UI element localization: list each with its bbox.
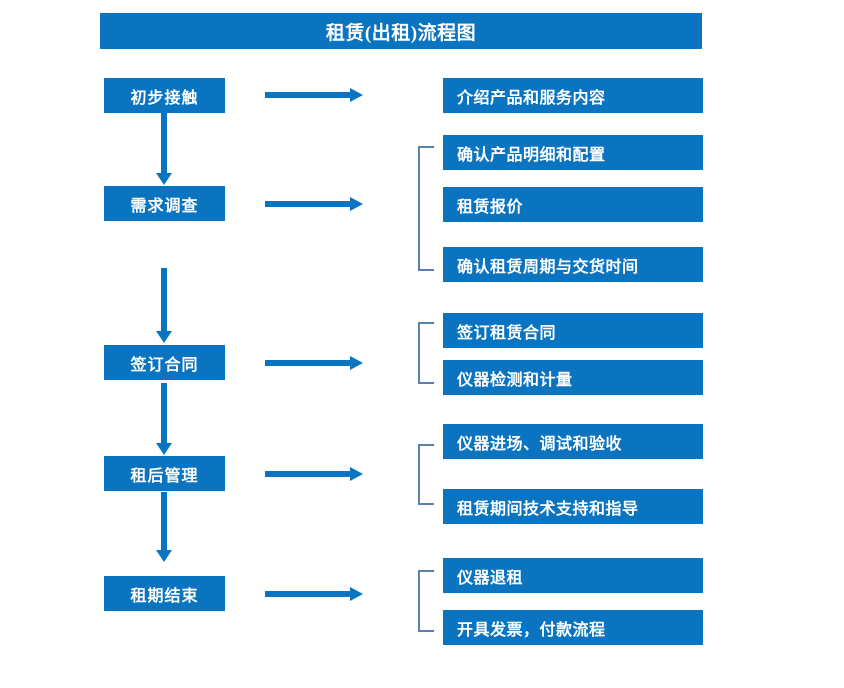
detail-box-4-1[interactable]: 仪器进场、调试和验收 bbox=[443, 424, 703, 459]
right-arrow-icon-5 bbox=[265, 587, 363, 601]
stage-box-4[interactable]: 租后管理 bbox=[104, 456, 225, 491]
detail-box-1-1[interactable]: 介绍产品和服务内容 bbox=[443, 78, 703, 113]
detail-box-5-1[interactable]: 仪器退租 bbox=[443, 558, 703, 593]
left-bracket-icon-5 bbox=[418, 570, 434, 632]
diagram-title: 租赁(出租)流程图 bbox=[100, 13, 702, 49]
arrow-shaft bbox=[265, 591, 351, 597]
down-arrow-icon-3 bbox=[156, 383, 172, 455]
right-arrow-icon-4 bbox=[265, 467, 363, 481]
left-bracket-icon-4 bbox=[418, 444, 434, 505]
arrow-head bbox=[350, 197, 363, 211]
stage-box-5[interactable]: 租期结束 bbox=[104, 576, 225, 611]
down-arrow-icon-2 bbox=[156, 268, 172, 343]
arrow-shaft bbox=[161, 113, 167, 173]
stage-box-2[interactable]: 需求调查 bbox=[104, 186, 225, 221]
left-bracket-icon-2 bbox=[418, 146, 434, 271]
down-arrow-icon-4 bbox=[156, 492, 172, 562]
arrow-head bbox=[156, 550, 172, 562]
detail-box-2-2[interactable]: 租赁报价 bbox=[443, 187, 703, 222]
arrow-shaft bbox=[161, 268, 167, 331]
detail-box-3-1[interactable]: 签订租赁合同 bbox=[443, 313, 703, 348]
arrow-shaft bbox=[265, 471, 351, 477]
arrow-head bbox=[350, 467, 363, 481]
detail-box-2-1[interactable]: 确认产品明细和配置 bbox=[443, 135, 703, 170]
right-arrow-icon-2 bbox=[265, 197, 363, 211]
right-arrow-icon-3 bbox=[265, 356, 363, 370]
arrow-shaft bbox=[265, 92, 351, 98]
stage-box-3[interactable]: 签订合同 bbox=[104, 345, 225, 380]
arrow-head bbox=[156, 443, 172, 455]
arrow-head bbox=[350, 356, 363, 370]
arrow-shaft bbox=[161, 492, 167, 550]
arrow-shaft bbox=[265, 201, 351, 207]
arrow-shaft bbox=[265, 360, 351, 366]
detail-box-5-2[interactable]: 开具发票，付款流程 bbox=[443, 610, 703, 645]
left-bracket-icon-3 bbox=[418, 322, 434, 384]
arrow-head bbox=[156, 173, 172, 185]
right-arrow-icon-1 bbox=[265, 88, 363, 102]
detail-box-2-3[interactable]: 确认租赁周期与交货时间 bbox=[443, 247, 703, 282]
down-arrow-icon-1 bbox=[156, 113, 172, 185]
arrow-head bbox=[350, 587, 363, 601]
detail-box-4-2[interactable]: 租赁期间技术支持和指导 bbox=[443, 489, 703, 524]
arrow-head bbox=[350, 88, 363, 102]
arrow-head bbox=[156, 331, 172, 343]
stage-box-1[interactable]: 初步接触 bbox=[104, 78, 225, 113]
arrow-shaft bbox=[161, 383, 167, 443]
detail-box-3-2[interactable]: 仪器检测和计量 bbox=[443, 360, 703, 395]
